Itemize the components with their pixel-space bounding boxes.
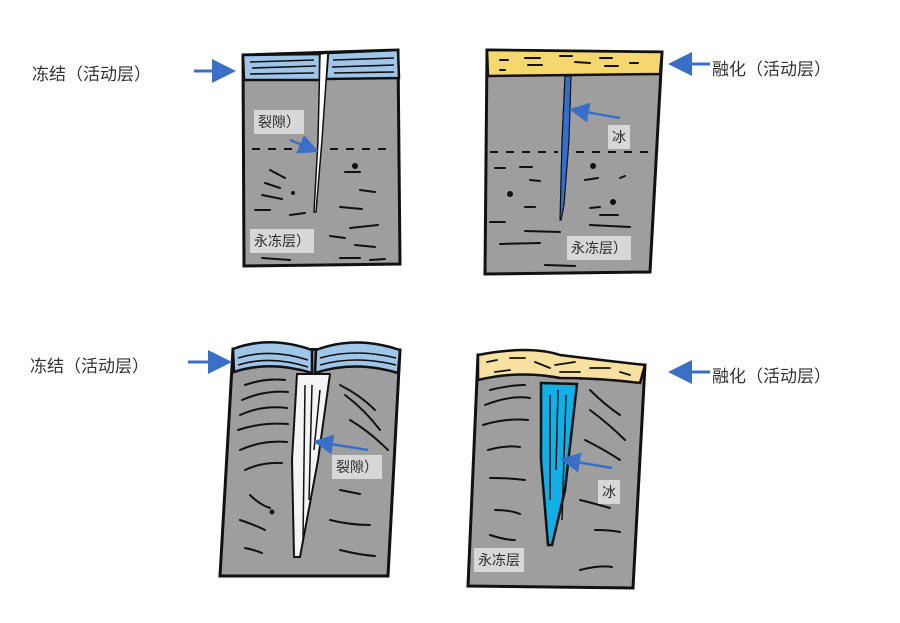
state-label-thawed-top: 融化（活动层） — [712, 60, 831, 80]
panel-top-left — [194, 48, 402, 268]
thawed-active-layer — [485, 48, 664, 78]
state-label-frozen-bottom: 冻结（活动层） — [30, 357, 149, 377]
state-label-frozen-top: 冻结（活动层） — [32, 65, 151, 85]
panel-top-right — [483, 48, 710, 276]
ice-wedge-crack — [290, 373, 332, 558]
state-label-thawed-bottom: 融化（活动层） — [712, 367, 831, 387]
panel-bottom-right — [466, 348, 710, 590]
crack-label-bottom: 裂隙） — [332, 455, 382, 479]
permafrost-label-bottom-right: 永冻层 — [474, 548, 524, 572]
frozen-active-layer — [231, 341, 314, 375]
ice-label-bottom: 冰 — [598, 480, 620, 504]
thin-ice-crack — [559, 75, 572, 221]
permafrost-label-top-right: 永冻层） — [567, 236, 631, 260]
panel-bottom-left — [188, 341, 402, 578]
crack-label-top: 裂隙） — [254, 110, 304, 134]
permafrost-label-top-left: 永冻层） — [250, 229, 314, 253]
ice-label-top: 冰 — [608, 125, 630, 149]
